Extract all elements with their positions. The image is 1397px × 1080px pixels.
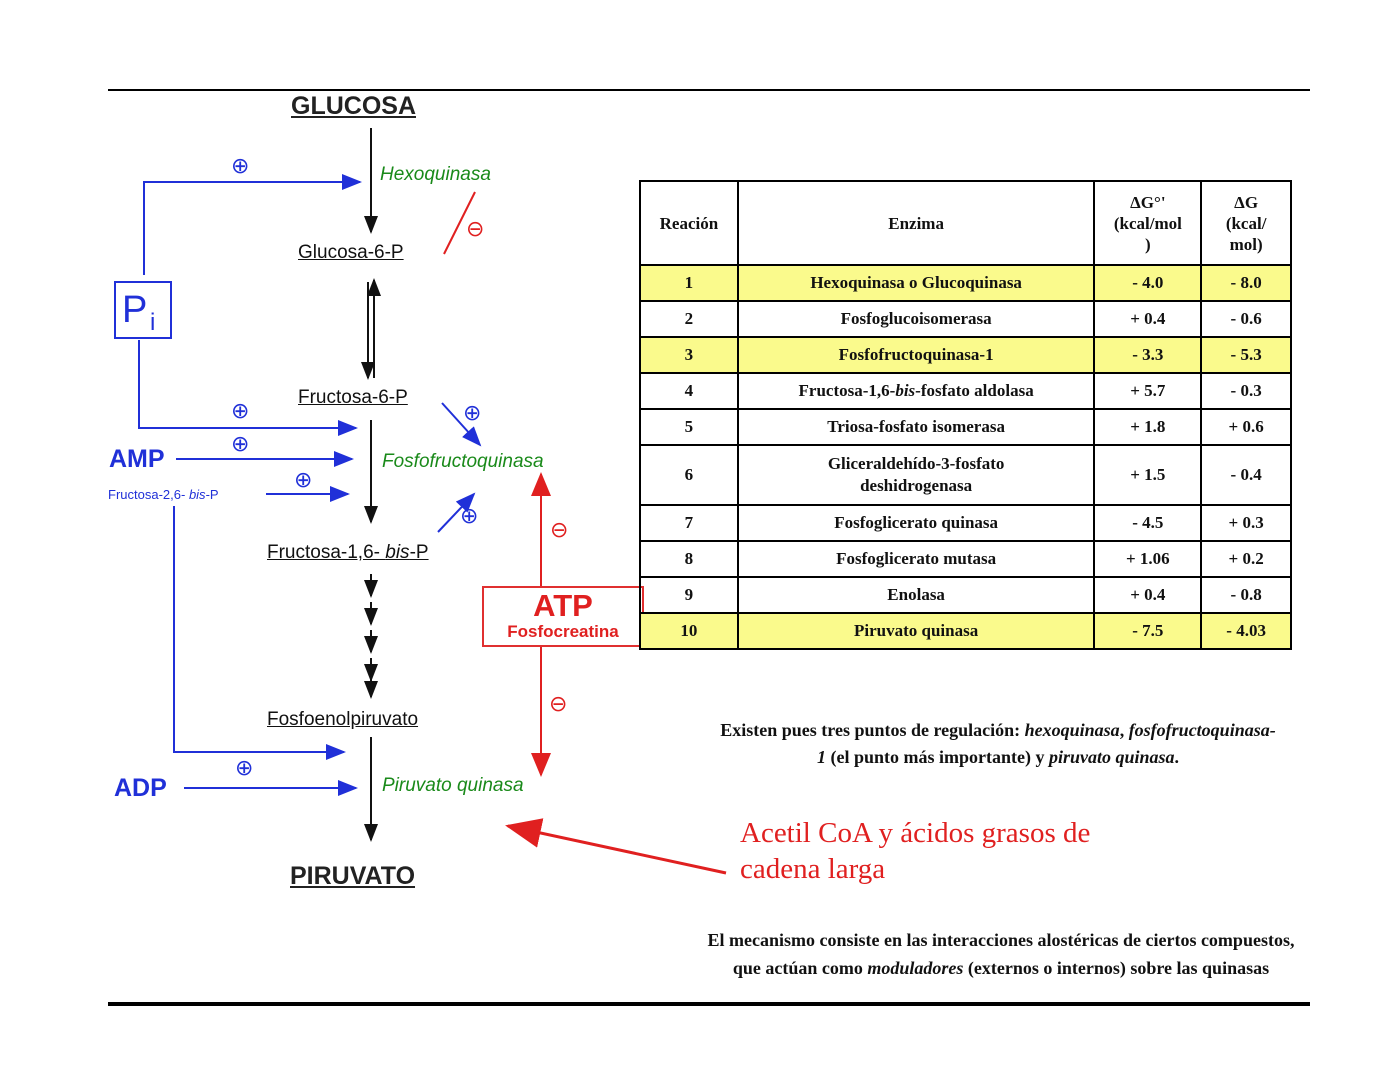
adp-label: ADP: [114, 774, 167, 802]
minus-icon: ⊖: [466, 216, 485, 241]
g6p-inhibition-line: [443, 191, 476, 255]
arrow-pi-pfk: [138, 340, 358, 436]
amp-label: AMP: [109, 445, 165, 473]
glucosa-label: GLUCOSA: [291, 92, 416, 120]
arrow-f16bp-activation: [437, 492, 476, 533]
minus-icon: ⊖: [549, 691, 568, 716]
header-enzima: Enzima: [736, 180, 1096, 266]
hexoquinasa-label: Hexoquinasa: [380, 164, 491, 185]
mechanism-note: El mecanismo consiste en las interaccion…: [707, 930, 1295, 978]
header-dg: ΔG(kcal/mol): [1200, 180, 1292, 266]
plus-icon: ⊕: [231, 153, 250, 178]
header-reaccion: Reación: [639, 180, 739, 266]
f16bp-label: Fructosa-1,6- bis-P: [267, 542, 429, 563]
plus-icon: ⊕: [460, 503, 479, 528]
pfk-label: Fosfofructoquinasa: [382, 451, 544, 472]
fosfocreatina-label: Fosfocreatina: [507, 622, 619, 641]
plus-icon: ⊕: [294, 467, 313, 492]
arrow-f6p-activation: [441, 402, 482, 447]
plus-icon: ⊕: [231, 398, 250, 423]
arrow-acetil-pk: [505, 818, 727, 875]
f6p-label: Fructosa-6-P: [298, 387, 408, 408]
pk-label: Piruvato quinasa: [382, 775, 524, 796]
pep-label: Fosfoenolpiruvato: [267, 709, 419, 730]
piruvato-label: PIRUVATO: [290, 862, 416, 890]
bottom-rule: [108, 1002, 1310, 1006]
arrow-amp-pk: [173, 506, 346, 760]
plus-icon: ⊕: [235, 755, 254, 780]
pi-box: P i: [114, 281, 172, 339]
plus-icon: ⊕: [463, 400, 482, 425]
free-energy-table: Reación Enzima ΔG°'(kcal/mol) ΔG(kcal/mo…: [639, 180, 1292, 650]
regulation-note: Existen pues tres puntos de regulación: …: [720, 720, 1276, 767]
arrow-pi-hexoquinasa: [143, 174, 362, 275]
header-dg0: ΔG°'(kcal/mol): [1093, 180, 1203, 266]
table-row: 4 Fructosa-1,6-bis-fosfato aldolasa + 5.…: [639, 372, 1292, 410]
acetil-coa-note: Acetil CoA y ácidos grasos de cadena lar…: [740, 817, 1091, 885]
atp-box: ATP Fosfocreatina: [482, 586, 644, 647]
f26bp-label: Fructosa-2,6- bis-P: [108, 487, 219, 502]
top-rule: [108, 89, 1310, 91]
g6p-label: Glucosa-6-P: [298, 242, 404, 263]
table-header-row: Reación Enzima ΔG°'(kcal/mol) ΔG(kcal/mo…: [639, 180, 1292, 266]
atp-label: ATP: [533, 588, 593, 623]
minus-icon: ⊖: [550, 517, 569, 542]
plus-icon: ⊕: [231, 431, 250, 456]
